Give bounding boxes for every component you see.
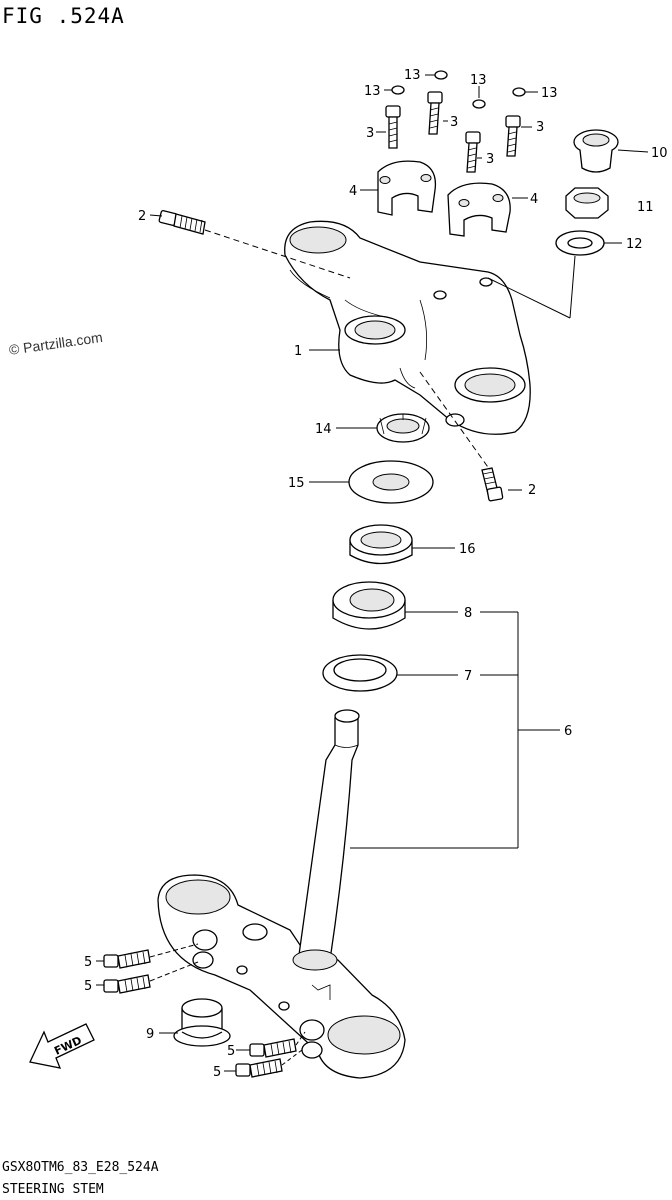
callout-5b: 5 (84, 979, 92, 994)
callout-12: 12 (626, 237, 643, 252)
callout-14: 14 (315, 422, 332, 437)
figure-title: FIG .524A (2, 4, 125, 28)
callout-15: 15 (288, 476, 305, 491)
lower-seal[interactable] (322, 654, 398, 692)
callout-5d: 5 (213, 1065, 221, 1080)
steering-stem-nut[interactable] (376, 413, 430, 443)
callout-10: 10 (651, 146, 668, 161)
callout-5c: 5 (227, 1044, 235, 1059)
bolt-lower-right[interactable] (481, 467, 504, 502)
callout-5a: 5 (84, 955, 92, 970)
leader-lines (96, 74, 649, 1072)
dust-seal[interactable] (349, 524, 413, 565)
callout-4a: 4 (349, 184, 357, 199)
hex-nut[interactable] (565, 187, 609, 219)
callout-16: 16 (459, 542, 476, 557)
bushing[interactable] (173, 998, 231, 1047)
callout-4b: 4 (530, 192, 538, 207)
callout-3c: 3 (486, 152, 494, 167)
bearing[interactable] (332, 581, 406, 630)
callout-13c: 13 (470, 73, 487, 88)
callout-9: 9 (146, 1027, 154, 1042)
washer-12[interactable] (555, 230, 605, 256)
handlebar-clamp-left[interactable] (377, 160, 437, 216)
callout-13b: 13 (404, 68, 421, 83)
callout-2a: 2 (138, 209, 146, 224)
upper-bracket[interactable] (284, 220, 531, 435)
callout-labels: 1 2 2 3 3 3 3 4 4 5 5 5 5 6 7 8 9 10 11 … (84, 68, 668, 1080)
callout-3a: 3 (366, 126, 374, 141)
handlebar-clamp-right[interactable] (447, 182, 511, 237)
washer-15[interactable] (348, 460, 434, 504)
stem-cap-nut[interactable] (573, 129, 619, 173)
callout-7: 7 (464, 669, 472, 684)
callout-11: 11 (637, 200, 654, 215)
bolt-left[interactable] (158, 210, 206, 235)
diagram-title: STEERING STEM (2, 1182, 104, 1197)
diagram-code: GSX8OTM6_83_E28_524A (2, 1160, 159, 1175)
callout-13d: 13 (541, 86, 558, 101)
fwd-arrow-icon: FWD (29, 1023, 95, 1069)
lower-bracket-bolts[interactable] (103, 949, 297, 1078)
callout-8: 8 (464, 606, 472, 621)
callout-3b: 3 (450, 115, 458, 130)
callout-6: 6 (564, 724, 572, 739)
steering-stem-lower-bracket[interactable] (157, 709, 406, 1079)
callout-2b: 2 (528, 483, 536, 498)
clamp-bolts[interactable] (385, 91, 521, 173)
callout-13a: 13 (364, 84, 381, 99)
callout-1: 1 (294, 344, 302, 359)
callout-3d: 3 (536, 120, 544, 135)
